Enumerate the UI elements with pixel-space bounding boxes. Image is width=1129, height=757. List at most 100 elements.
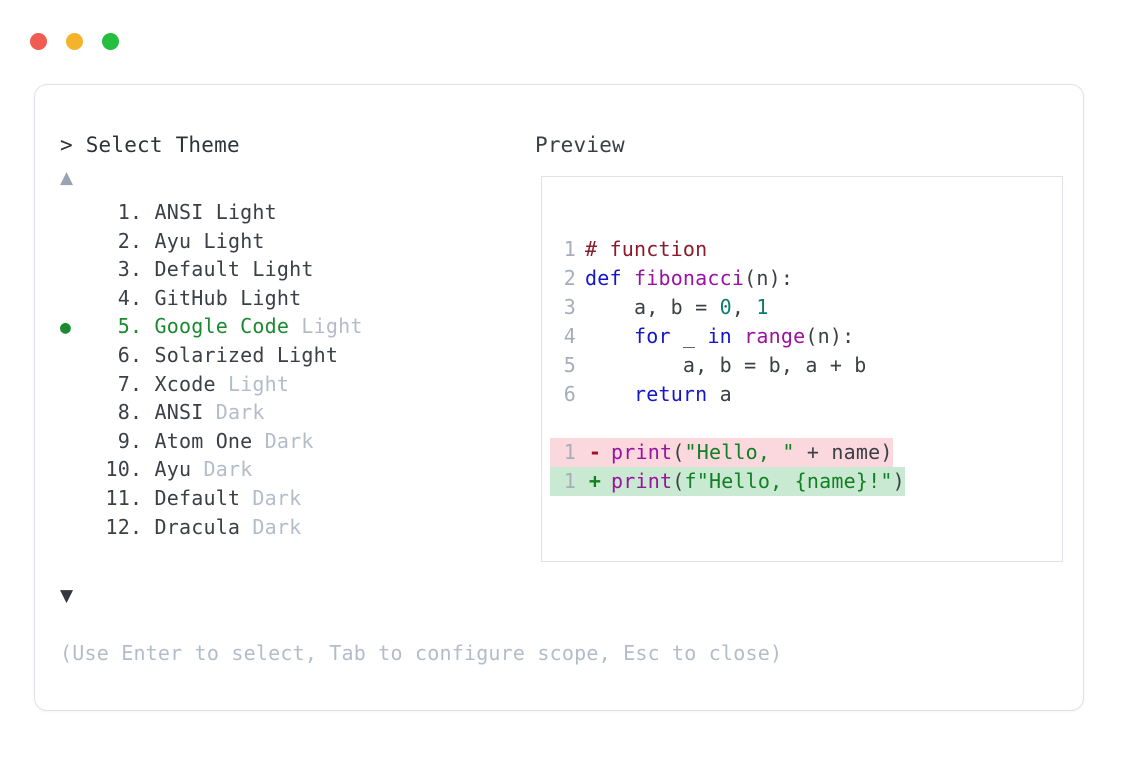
theme-list-item[interactable]: 12. Dracula Dark [60, 513, 510, 542]
code-token: _ [670, 324, 708, 348]
theme-item-gap [228, 284, 240, 313]
theme-item-separator: . [130, 342, 155, 367]
theme-list-item[interactable]: 11. Default Dark [60, 484, 510, 513]
theme-item-separator: . [130, 228, 155, 253]
line-number: 5 [563, 353, 576, 377]
theme-item-variant: Light [215, 200, 277, 224]
theme-item-gap [265, 341, 277, 370]
theme-item-gap [203, 398, 215, 427]
theme-item-gap [252, 427, 264, 456]
theme-item-index: 5 [117, 314, 130, 339]
line-number: 1 [563, 469, 576, 493]
code-token: 0 [719, 295, 732, 319]
theme-item-name: ANSI [154, 200, 204, 224]
scroll-down-icon[interactable]: ▼ [60, 586, 74, 606]
theme-item-index: 6 [117, 342, 130, 367]
theme-item-index: 10 [105, 457, 130, 482]
theme-list-item[interactable]: 1. ANSI Light [60, 198, 510, 227]
theme-item-variant: Dark [252, 514, 302, 539]
line-number: 1 [563, 440, 576, 464]
page-title [73, 133, 86, 157]
theme-list-item[interactable]: 8. ANSI Dark [60, 398, 510, 427]
code-token: fibonacci [633, 266, 745, 290]
theme-list-item[interactable]: 10. Ayu Dark [60, 455, 510, 484]
theme-item-name: Dracula [154, 514, 241, 539]
code-line: 2 def fibonacci(n): [550, 264, 793, 293]
theme-item-index: 9 [117, 428, 130, 453]
diff-plus-icon: + [588, 469, 602, 493]
code-token: ( [672, 440, 685, 464]
theme-list-item[interactable]: 6. Solarized Light [60, 341, 510, 370]
code-token: def [585, 266, 634, 290]
theme-item-name: GitHub [154, 285, 228, 310]
theme-item-separator: . [130, 514, 155, 539]
theme-item-name: Xcode [154, 371, 216, 396]
theme-item-gap [240, 513, 252, 542]
theme-item-variant: Light [252, 257, 314, 282]
theme-list-item[interactable]: 4. GitHub Light [60, 284, 510, 313]
code-token: ( [672, 469, 685, 493]
code-line: 6 return a [550, 380, 732, 409]
close-dot[interactable] [30, 33, 47, 50]
theme-item-gap [240, 255, 252, 284]
code-token: f"Hello, {name}!" [684, 469, 893, 493]
theme-item-index: 4 [117, 285, 130, 310]
theme-item-index: 3 [117, 257, 130, 282]
theme-item-gap [240, 484, 252, 513]
code-token: ) [892, 469, 905, 493]
code-token: a [707, 382, 732, 406]
theme-item-variant: Dark [203, 457, 253, 482]
code-token: "Hello, " [684, 440, 795, 464]
maximize-dot[interactable] [102, 33, 119, 50]
theme-item-variant: Dark [264, 428, 314, 453]
window-controls [30, 33, 119, 50]
theme-list-item[interactable]: 7. Xcode Light [60, 370, 510, 399]
code-token: 1 [756, 295, 769, 319]
prompt-header: > Select Theme [60, 132, 240, 158]
minimize-dot[interactable] [66, 33, 83, 50]
theme-item-name: Solarized [154, 342, 265, 367]
theme-item-gap [203, 198, 215, 227]
theme-item-separator: . [130, 428, 155, 453]
line-number: 2 [563, 266, 576, 290]
theme-item-variant: Light [301, 314, 363, 339]
theme-item-variant: Light [227, 371, 290, 396]
theme-item-name: Ayu [154, 457, 192, 482]
theme-item-separator: . [130, 400, 155, 425]
theme-list-item[interactable]: 2. Ayu Light [60, 227, 510, 256]
code-token: (n): [744, 266, 794, 290]
theme-item-name: Google Code [154, 314, 290, 339]
code-line: 5 a, b = b, a + b [550, 351, 867, 380]
theme-item-name: Default [154, 257, 241, 282]
theme-item-separator: . [130, 314, 155, 339]
code-token: a, b = b, a + b [585, 353, 867, 377]
theme-list-item[interactable]: 9. Atom One Dark [60, 427, 510, 456]
code-token [585, 322, 634, 351]
theme-item-index: 8 [117, 400, 130, 425]
code-token: , [731, 295, 757, 319]
prompt-title: Select Theme [85, 133, 240, 157]
theme-list-item[interactable]: 3. Default Light [60, 255, 510, 284]
theme-item-gap [191, 227, 203, 256]
theme-item-separator: . [130, 485, 155, 510]
theme-item-gap [216, 370, 228, 399]
theme-item-gap [289, 312, 301, 341]
theme-picker-dialog: > Select Theme Preview ▲ ▼ 1. ANSI Light… [34, 84, 1084, 711]
diff-added-line: 1+print(f"Hello, {name}!") [550, 467, 905, 496]
theme-item-separator: . [130, 200, 155, 224]
theme-item-index: 2 [117, 228, 130, 253]
prompt-caret-icon: > [60, 133, 73, 157]
code-line: 4 for _ in range(n): [550, 322, 854, 351]
theme-item-gap [191, 455, 203, 484]
theme-item-separator: . [130, 285, 155, 310]
theme-item-variant: Dark [215, 400, 265, 425]
code-spacer [550, 409, 905, 438]
line-number: 6 [563, 382, 576, 406]
theme-item-variant: Light [203, 228, 265, 253]
scroll-up-icon[interactable]: ▲ [60, 168, 74, 188]
theme-list-item[interactable]: ● 5. Google Code Light [60, 312, 510, 341]
selected-bullet-icon: ● [60, 317, 72, 339]
preview-label: Preview [535, 133, 625, 157]
